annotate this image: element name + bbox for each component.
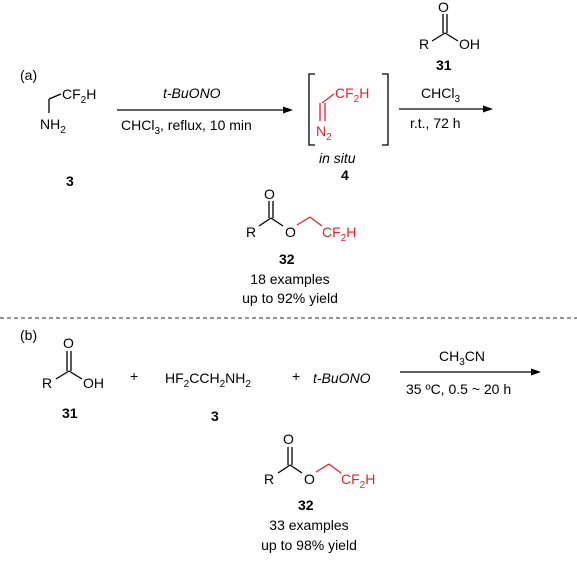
r-group-label: R bbox=[42, 375, 52, 391]
cf2h-label: CF2H bbox=[341, 471, 375, 491]
bond bbox=[277, 464, 291, 474]
arrowhead bbox=[283, 106, 293, 114]
n2-label: N2 bbox=[316, 123, 332, 143]
arrow1-conditions: CHCl3, reflux, 10 min bbox=[121, 117, 252, 137]
arrow2-solvent: CHCl3 bbox=[421, 85, 460, 105]
right-bracket bbox=[382, 73, 389, 146]
arrow-b-solvent: CH3CN bbox=[439, 348, 485, 368]
bond bbox=[258, 217, 272, 227]
bond bbox=[270, 217, 284, 227]
oh-label: OH bbox=[459, 36, 480, 52]
plus-sign: + bbox=[292, 368, 300, 384]
yield-a: up to 92% yield bbox=[242, 290, 338, 306]
r-group-label: R bbox=[264, 471, 274, 487]
arrow2-conditions: r.t., 72 h bbox=[410, 115, 461, 131]
product-32a-structure: O R O CF2H bbox=[246, 186, 356, 244]
acid-31b-structure: O R OH bbox=[42, 335, 104, 391]
arrow-b-conditions: 35 ºC, 0.5 ~ 20 h bbox=[406, 381, 511, 397]
bond bbox=[309, 216, 323, 227]
bond bbox=[68, 370, 83, 380]
carbonyl-o-label: O bbox=[283, 431, 294, 447]
compound-number-32b: 32 bbox=[298, 497, 314, 513]
reactant-3-structure: CF2H NH2 bbox=[40, 86, 96, 136]
nh2-label: NH2 bbox=[40, 116, 66, 136]
bond bbox=[289, 464, 303, 474]
product-32b-structure: O R O CF2H bbox=[264, 431, 375, 491]
bond bbox=[48, 93, 62, 100]
arrow1-reagent: t-BuONO bbox=[163, 85, 221, 101]
bond bbox=[315, 463, 330, 473]
left-bracket bbox=[308, 73, 315, 146]
nitrite-reagent: t-BuONO bbox=[313, 370, 371, 386]
arrowhead bbox=[531, 368, 541, 376]
bond bbox=[55, 370, 70, 380]
intermediate-4-structure: CF2H N2 bbox=[308, 73, 389, 146]
bond bbox=[444, 32, 459, 42]
plus-sign: + bbox=[130, 368, 138, 384]
panel-b-label: (b) bbox=[20, 327, 37, 343]
r-group-label: R bbox=[419, 36, 429, 52]
cf2h-label: CF2H bbox=[62, 86, 96, 106]
carbonyl-o-label: O bbox=[438, 0, 449, 15]
compound-number-3: 3 bbox=[66, 173, 74, 189]
amine-formula: HF2CCH2NH2 bbox=[165, 370, 251, 390]
ester-o-label: O bbox=[304, 471, 315, 487]
bond bbox=[321, 93, 335, 104]
carbonyl-o-label: O bbox=[63, 335, 74, 351]
examples-count-b: 33 examples bbox=[269, 517, 348, 533]
compound-number-32a: 32 bbox=[279, 251, 295, 267]
panel-a-label: (a) bbox=[20, 67, 37, 83]
ester-o-label: O bbox=[285, 224, 296, 240]
bond bbox=[328, 463, 342, 474]
cf2h-label: CF2H bbox=[322, 224, 356, 244]
arrowhead bbox=[483, 105, 493, 113]
compound-number-31: 31 bbox=[436, 57, 452, 73]
compound-number-3b: 3 bbox=[211, 408, 219, 424]
oh-label: OH bbox=[83, 375, 104, 391]
carbonyl-o-label: O bbox=[264, 186, 275, 202]
compound-number-31b: 31 bbox=[62, 405, 78, 421]
compound-number-4: 4 bbox=[341, 167, 349, 183]
r-group-label: R bbox=[246, 224, 256, 240]
acid-31-structure: O R OH bbox=[419, 0, 480, 52]
bond bbox=[431, 32, 446, 42]
bond bbox=[296, 216, 311, 226]
examples-count-a: 18 examples bbox=[250, 271, 329, 287]
yield-b: up to 98% yield bbox=[261, 537, 357, 553]
in-situ-label: in situ bbox=[319, 150, 356, 166]
cf2h-label: CF2H bbox=[335, 85, 369, 105]
